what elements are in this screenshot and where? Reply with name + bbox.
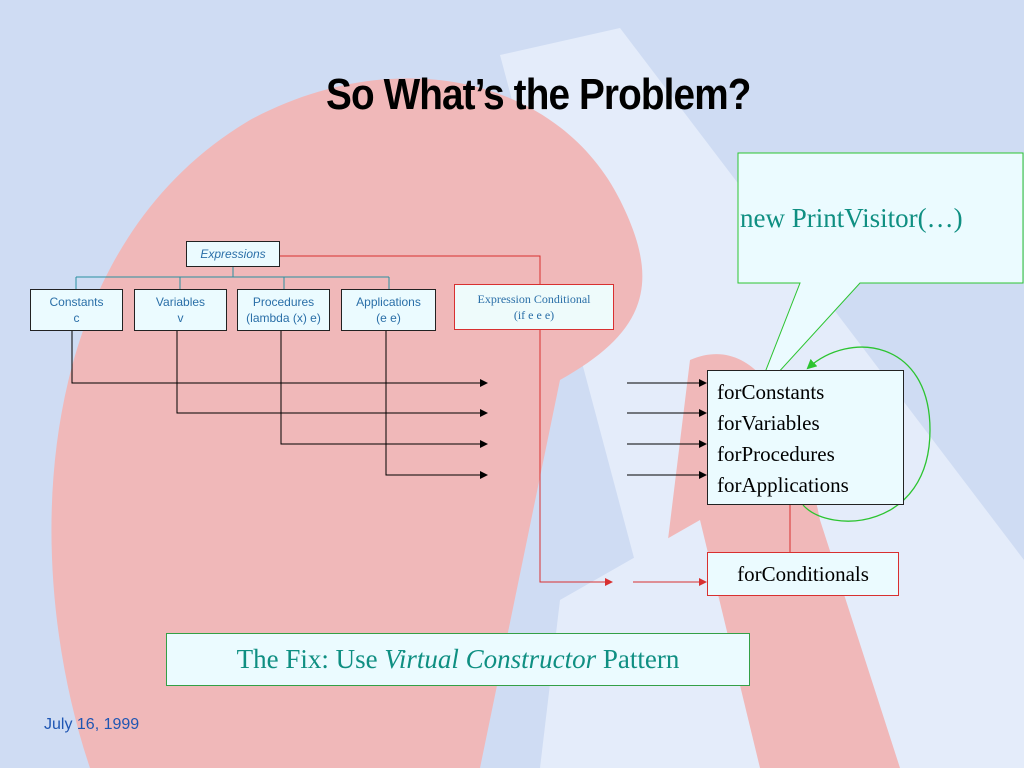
method-arrows	[627, 379, 707, 479]
callout-bubble	[737, 152, 1024, 399]
method-item: forProcedures	[717, 442, 835, 466]
method-item: forConstants	[717, 380, 825, 404]
expressions-box: Expressions	[186, 241, 280, 267]
green-loop-arrow	[802, 346, 931, 522]
fix-suffix: Pattern	[596, 644, 680, 674]
box-sublabel: c	[73, 311, 80, 325]
slide-title: So What’s the Problem?	[326, 70, 751, 119]
method-item: forApplications	[717, 473, 849, 497]
method-item: forVariables	[717, 411, 820, 435]
applications-box: Applications (e e)	[341, 289, 436, 331]
box-label: Expression Conditional	[477, 292, 591, 306]
conditional-arrows	[539, 330, 791, 586]
visitor-methods-box: forConstants forVariables forProcedures …	[707, 370, 904, 505]
slide-date: July 16, 1999	[44, 716, 140, 733]
box-sublabel: v	[177, 311, 184, 325]
box-label: Constants	[49, 295, 104, 309]
box-label: Variables	[155, 295, 206, 309]
variables-box: Variables v	[134, 289, 227, 331]
box-label: Applications	[356, 295, 421, 309]
fix-prefix: The Fix: Use	[236, 644, 385, 674]
procedures-box: Procedures (lambda (x) e)	[237, 289, 330, 331]
fix-statement: The Fix: Use Virtual Constructor Pattern	[166, 633, 750, 686]
fix-emphasis: Virtual Constructor	[384, 644, 597, 674]
for-conditionals-box: forConditionals	[707, 552, 899, 596]
conditional-connector	[280, 255, 541, 284]
leaf-arrows	[71, 331, 488, 479]
box-label: Procedures	[252, 295, 315, 309]
box-sublabel: (if e e e)	[513, 308, 555, 322]
expression-conditional-box: Expression Conditional (if e e e)	[454, 284, 614, 330]
constants-box: Constants c	[30, 289, 123, 331]
tree-connector	[75, 267, 390, 289]
box-sublabel: (e e)	[376, 311, 401, 325]
box-sublabel: (lambda (x) e)	[246, 311, 321, 325]
callout-text: new PrintVisitor(…)	[740, 203, 963, 233]
